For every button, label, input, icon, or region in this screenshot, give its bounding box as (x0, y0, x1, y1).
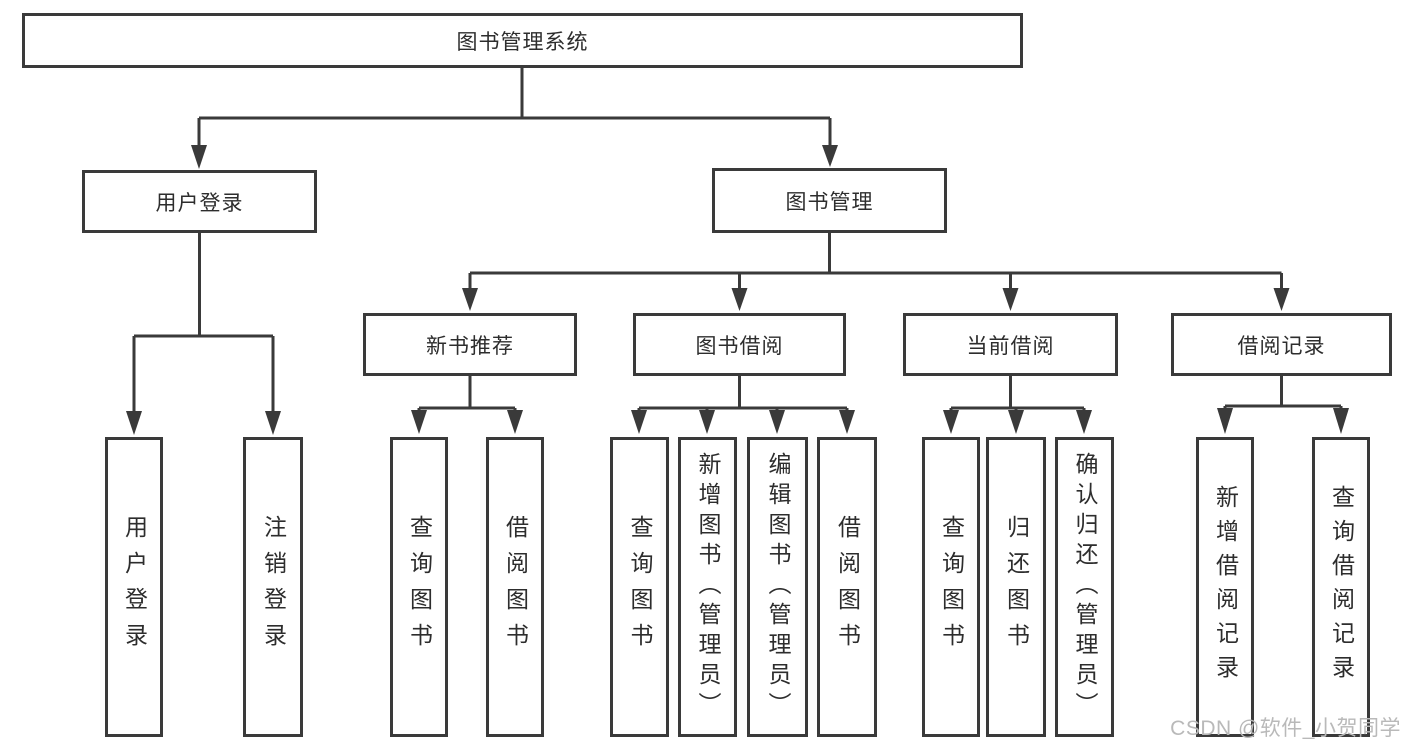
arrow-down-icon (822, 145, 838, 167)
node-current-borrow-label: 当前借阅 (966, 334, 1055, 358)
arrow-down-icon (1217, 408, 1233, 434)
arrow-down-icon (731, 288, 748, 311)
arrow-down-icon (191, 145, 207, 169)
arrow-down-icon (265, 411, 281, 435)
node-book-management-label: 图书管理 (785, 190, 874, 214)
csdn-watermark: CSDN @软件_小贺同学 (1170, 717, 1401, 740)
leaf-return-books: 归还图书 (986, 437, 1046, 737)
leaf-query-borrow-record: 查询借阅记录 (1312, 437, 1370, 737)
leaf-recommend-borrow-books: 借阅图书 (486, 437, 544, 737)
arrow-down-icon (631, 410, 647, 434)
leaf-recommend-query-books: 查询图书 (390, 437, 448, 737)
node-borrow-records-label: 借阅记录 (1237, 334, 1326, 358)
leaf-confirm-return-admin: 确认归还（管理员） (1055, 437, 1114, 737)
arrow-down-icon (943, 410, 959, 434)
leaf-query-borrow-record-label: 查询借阅记录 (1328, 485, 1355, 689)
arrow-down-icon (1273, 288, 1290, 311)
arrow-down-icon (411, 410, 427, 434)
node-user-login-branch: 用户登录 (82, 170, 317, 233)
arrow-down-icon (1333, 408, 1349, 434)
leaf-borrow-query-books-label: 查询图书 (627, 515, 653, 659)
node-book-management: 图书管理 (712, 168, 947, 233)
leaf-current-query-books-label: 查询图书 (938, 515, 965, 659)
arrow-down-icon (1008, 410, 1024, 434)
leaf-borrow-books: 借阅图书 (817, 437, 877, 737)
leaf-add-books-admin-label: 新增图书（管理员） (695, 452, 721, 722)
leaf-borrow-query-books: 查询图书 (610, 437, 669, 737)
leaf-recommend-borrow-books-label: 借阅图书 (502, 515, 529, 659)
arrow-down-icon (1002, 288, 1019, 311)
arrow-down-icon (126, 411, 142, 435)
arrow-down-icon (839, 410, 855, 434)
leaf-add-borrow-record-label: 新增借阅记录 (1212, 485, 1239, 689)
node-book-borrow-label: 图书借阅 (695, 334, 784, 358)
arrow-down-icon (462, 288, 478, 311)
node-book-borrow: 图书借阅 (633, 313, 846, 376)
node-borrow-records: 借阅记录 (1171, 313, 1392, 376)
leaf-user-login-label: 用户登录 (121, 515, 148, 659)
node-new-book-recommend: 新书推荐 (363, 313, 577, 376)
leaf-edit-books-admin-label: 编辑图书（管理员） (765, 452, 791, 722)
leaf-logout-label: 注销登录 (260, 515, 287, 659)
node-root-label: 图书管理系统 (456, 30, 589, 54)
leaf-confirm-return-admin-label: 确认归还（管理员） (1072, 452, 1098, 722)
arrow-down-icon (699, 410, 715, 434)
leaf-add-borrow-record: 新增借阅记录 (1196, 437, 1254, 737)
leaf-return-books-label: 归还图书 (1003, 515, 1030, 659)
leaf-current-query-books: 查询图书 (922, 437, 980, 737)
node-current-borrow: 当前借阅 (903, 313, 1118, 376)
leaf-edit-books-admin: 编辑图书（管理员） (747, 437, 808, 737)
arrow-down-icon (507, 410, 523, 434)
leaf-user-login: 用户登录 (105, 437, 163, 737)
leaf-recommend-query-books-label: 查询图书 (406, 515, 433, 659)
node-new-book-recommend-label: 新书推荐 (426, 334, 514, 358)
leaf-add-books-admin: 新增图书（管理员） (678, 437, 737, 737)
leaf-logout: 注销登录 (243, 437, 303, 737)
arrow-down-icon (769, 410, 785, 434)
arrow-down-icon (1076, 410, 1092, 434)
node-user-login-branch-label: 用户登录 (155, 191, 244, 215)
leaf-borrow-books-label: 借阅图书 (834, 515, 861, 659)
node-root: 图书管理系统 (22, 13, 1023, 68)
